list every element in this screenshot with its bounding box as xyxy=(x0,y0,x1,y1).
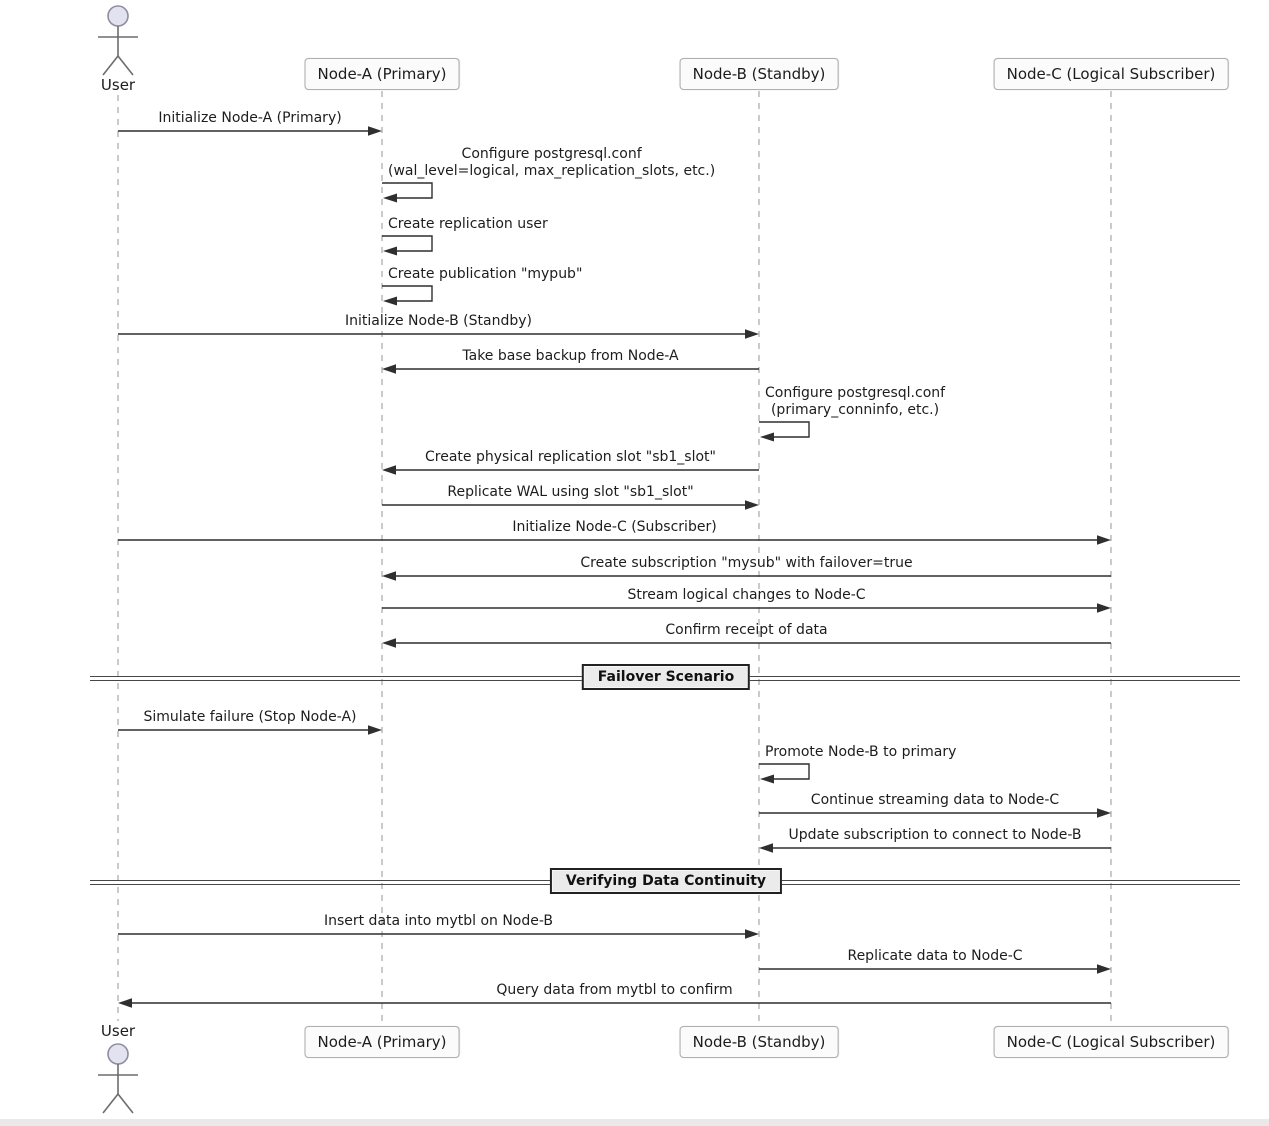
message-label-line: (primary_conninfo, etc.) xyxy=(770,402,940,418)
message-label: Initialize Node-B (Standby) xyxy=(345,313,532,329)
arrowhead-icon xyxy=(368,126,382,136)
divider-label-box: Failover Scenario xyxy=(581,664,751,690)
arrowhead-icon xyxy=(382,364,396,374)
message-label: Create publication "mypub" xyxy=(388,266,582,283)
message-label: Create replication user xyxy=(388,216,548,233)
divider-label-box: Verifying Data Continuity xyxy=(549,868,783,894)
arrowhead-icon xyxy=(1097,535,1111,545)
self-message-arrow xyxy=(382,285,433,302)
arrowhead-icon xyxy=(1097,964,1111,974)
participant-box-nodeA-bottom: Node-A (Primary) xyxy=(304,1026,460,1058)
message-label-line: Create replication user xyxy=(388,216,548,232)
participant-box-nodeA-top: Node-A (Primary) xyxy=(304,58,460,90)
message-label: Create subscription "mysub" with failove… xyxy=(580,555,913,571)
participant-label-user-top: User xyxy=(100,76,136,94)
actor-figure-bottom xyxy=(98,1043,138,1114)
message-label: Insert data into mytbl on Node-B xyxy=(323,913,554,929)
arrowhead-icon xyxy=(383,296,397,306)
self-message-arrow xyxy=(382,235,433,252)
self-message-arrow xyxy=(759,421,810,438)
actor-figure-top xyxy=(98,5,138,76)
arrowhead-icon xyxy=(760,432,774,442)
bottom-edge-bar xyxy=(0,1119,1269,1126)
message-label: Continue streaming data to Node-C xyxy=(810,792,1060,808)
participant-label-user-bottom: User xyxy=(100,1022,136,1040)
participant-box-nodeB-bottom: Node-B (Standby) xyxy=(679,1026,839,1058)
self-message-arrow xyxy=(759,763,810,780)
message-label: Replicate data to Node-C xyxy=(847,948,1023,964)
message-label-line: Create publication "mypub" xyxy=(388,266,583,282)
message-label-line: Promote Node-B to primary xyxy=(765,744,957,760)
arrowhead-icon xyxy=(383,246,397,256)
self-message-arrow xyxy=(382,182,433,199)
arrowhead-icon xyxy=(745,500,759,510)
message-label: Configure postgresql.conf(primary_connin… xyxy=(765,385,945,419)
message-label: Configure postgresql.conf(wal_level=logi… xyxy=(388,146,715,180)
message-label-line: Configure postgresql.conf xyxy=(765,385,946,401)
message-label: Take base backup from Node-A xyxy=(462,348,679,364)
arrowhead-icon xyxy=(382,638,396,648)
message-label: Initialize Node-C (Subscriber) xyxy=(512,519,717,535)
participant-box-nodeC-bottom: Node-C (Logical Subscriber) xyxy=(993,1026,1229,1058)
arrowhead-icon xyxy=(759,843,773,853)
arrowhead-icon xyxy=(760,774,774,784)
message-label: Promote Node-B to primary xyxy=(765,744,956,761)
message-label: Query data from mytbl to confirm xyxy=(496,982,733,998)
participant-box-nodeC-top: Node-C (Logical Subscriber) xyxy=(993,58,1229,90)
message-label: Update subscription to connect to Node-B xyxy=(788,827,1082,843)
message-label: Replicate WAL using slot "sb1_slot" xyxy=(447,484,694,500)
message-label: Simulate failure (Stop Node-A) xyxy=(143,709,357,725)
arrowhead-icon xyxy=(382,571,396,581)
message-label: Initialize Node-A (Primary) xyxy=(158,110,342,126)
message-label: Stream logical changes to Node-C xyxy=(627,587,866,603)
arrowhead-icon xyxy=(1097,808,1111,818)
arrowhead-icon xyxy=(745,329,759,339)
message-label-line: Configure postgresql.conf xyxy=(461,146,642,162)
message-label: Create physical replication slot "sb1_sl… xyxy=(425,449,716,465)
arrowhead-icon xyxy=(368,725,382,735)
message-label-line: (wal_level=logical, max_replication_slot… xyxy=(388,163,716,179)
arrowhead-icon xyxy=(118,998,132,1008)
arrowhead-icon xyxy=(382,465,396,475)
participant-box-nodeB-top: Node-B (Standby) xyxy=(679,58,839,90)
arrowhead-icon xyxy=(383,193,397,203)
message-label: Confirm receipt of data xyxy=(665,622,828,638)
arrowhead-icon xyxy=(1097,603,1111,613)
arrowhead-icon xyxy=(745,929,759,939)
